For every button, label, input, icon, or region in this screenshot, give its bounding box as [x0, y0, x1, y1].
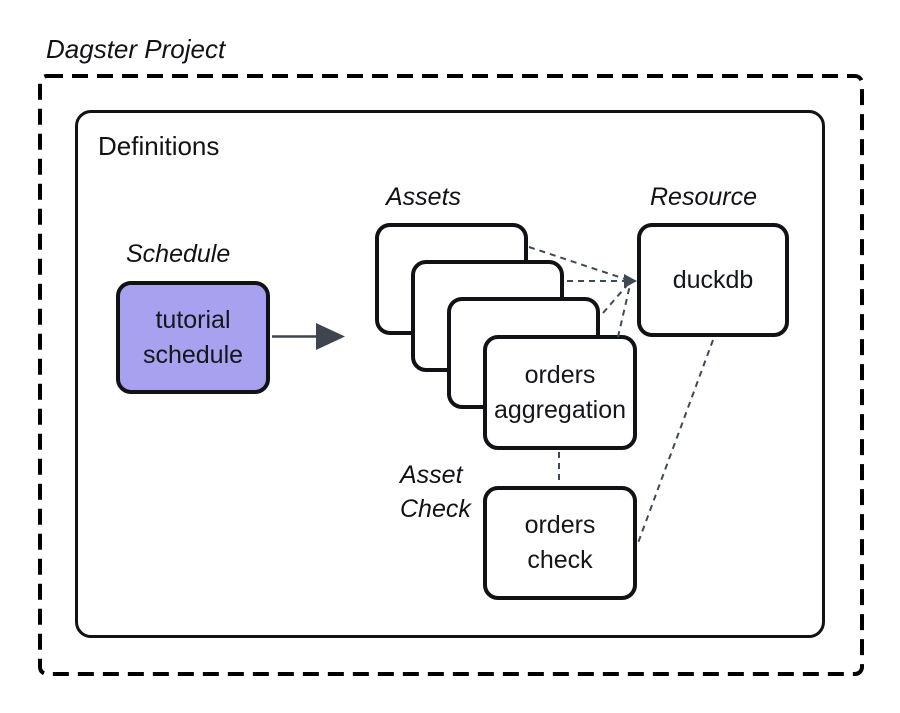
- assets-label: Assets: [386, 183, 462, 211]
- diagram-title: Dagster Project: [46, 34, 226, 64]
- tutorial-schedule-text-line1: tutorial: [155, 305, 231, 334]
- schedule-label: Schedule: [126, 240, 231, 268]
- orders-check-text-line1: orders: [524, 511, 596, 539]
- node-orders-check: orders check: [483, 486, 637, 600]
- orders-aggregation-text-line1: orders: [524, 360, 596, 389]
- resource-label: Resource: [650, 183, 757, 211]
- duckdb-text: duckdb: [672, 265, 754, 294]
- node-tutorial-schedule: tutorial schedule: [116, 281, 270, 394]
- orders-check-text-line2: check: [527, 546, 593, 574]
- asset-check-label: Asset Check: [400, 458, 490, 526]
- asset-check-label-line1: Asset: [400, 461, 463, 489]
- orders-aggregation-text-line2: aggregation: [493, 395, 627, 424]
- node-orders-aggregation: orders aggregation: [483, 335, 637, 450]
- definitions-label: Definitions: [98, 131, 220, 161]
- asset-check-label-line2: Check: [400, 495, 471, 523]
- node-duckdb: duckdb: [637, 223, 789, 337]
- tutorial-schedule-text-line2: schedule: [142, 340, 244, 369]
